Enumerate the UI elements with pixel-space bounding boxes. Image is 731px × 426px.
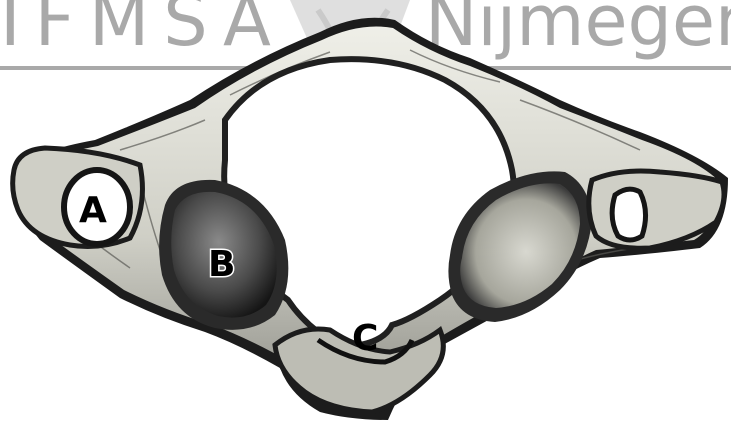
label-b: B	[208, 244, 235, 285]
label-a: A	[79, 190, 107, 231]
label-c: C	[352, 318, 378, 359]
transverse-foramen-right	[612, 189, 645, 240]
